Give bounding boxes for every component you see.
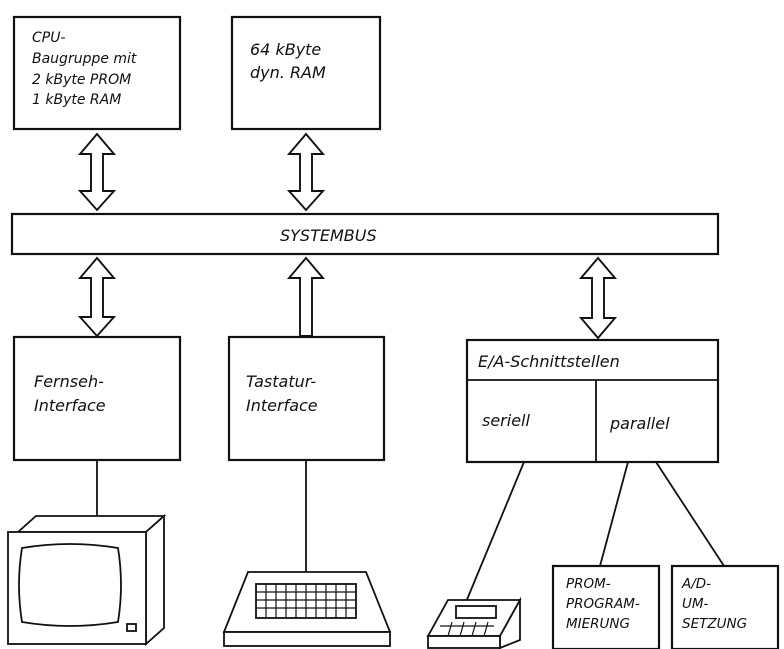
prom-programming-box [551,564,661,649]
prom-programming: PROM- PROGRAM- MIERUNG [551,564,661,649]
ad-label-line-1: A/D- [681,576,711,592]
monitor-top [15,515,167,533]
keyboard-bus-arrow [286,256,326,337]
cassette-window [455,605,497,619]
io-interfaces-box [465,338,720,464]
io-serial-label: seriell [482,411,530,430]
bus-tv-double-arrow [77,256,117,338]
ram-module: 64 kByte dyn. RAM [230,15,382,131]
serial-to-cassette-line [465,461,525,603]
ram-bus-double-arrow [286,132,326,212]
io-interfaces-title: E/A-Schnittstellen [478,352,620,371]
ad-conversion: A/D- UM- SETZUNG [670,564,780,649]
keyboard-front [223,631,391,647]
cassette-recorder-icon [426,596,522,649]
prom-label-line-3: MIERUNG [566,616,630,632]
parallel-to-prom-line [599,461,629,567]
ad-label-line-3: SETZUNG [682,616,747,632]
cpu-bus-double-arrow [77,132,117,212]
ram-box [230,15,382,131]
systembus-bar [10,212,720,256]
cpu-box [12,15,182,131]
ram-label-line-2: dyn. RAM [250,63,326,82]
parallel-to-ad-line [655,461,725,567]
systembus: SYSTEMBUS [10,212,720,256]
cassette-button-2 [459,621,465,637]
cpu-module: CPU- Baugruppe mit 2 kByte PROM 1 kByte … [12,15,182,131]
monitor-knob [126,623,137,632]
cpu-label-line-1: CPU- [32,30,66,46]
tv-interface: Fernseh- Interface [12,335,182,462]
cassette-front [427,635,501,649]
keyboard-interface-label-line-2: Interface [246,396,318,415]
tv-interface-box [12,335,182,462]
monitor-icon [7,513,167,647]
bus-io-double-arrow [578,256,618,340]
monitor-side [145,513,165,647]
cassette-button-4 [483,621,489,637]
cpu-label-line-2: Baugruppe mit [32,51,137,67]
ram-label-line-1: 64 kByte [250,40,321,59]
keyboard-interface-label-line-1: Tastatur- [246,372,316,391]
monitor-screen [18,543,122,627]
cassette-button-3 [471,621,477,637]
cpu-label-line-3: 2 kByte PROM [32,72,131,88]
tv-interface-label-line-1: Fernseh- [34,372,104,391]
systembus-label: SYSTEMBUS [280,226,377,245]
prom-label-line-1: PROM- [566,576,611,592]
ad-label-line-2: UM- [682,596,709,612]
tv-interface-label-line-2: Interface [34,396,106,415]
ad-conversion-box [670,564,780,649]
cassette-button-1 [447,621,453,637]
cpu-label-line-4: 1 kByte RAM [32,92,121,108]
prom-label-line-2: PROGRAM- [566,596,640,612]
keyboard-icon [222,571,392,647]
io-interfaces: E/A-Schnittstellen seriell parallel [465,338,720,464]
io-parallel-label: parallel [609,414,670,433]
keyboard-interface: Tastatur- Interface [227,335,386,462]
